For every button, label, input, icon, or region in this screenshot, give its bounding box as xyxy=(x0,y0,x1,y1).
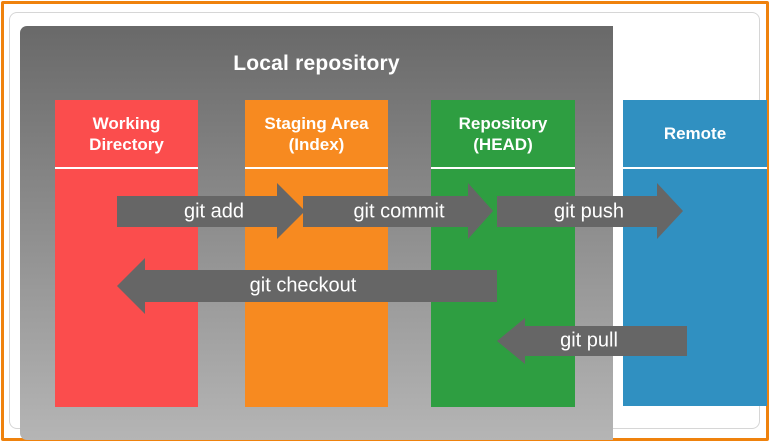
column-working-directory-title: Working Directory xyxy=(55,100,198,167)
git-commit-label: git commit xyxy=(353,200,445,223)
git-push-label: git push xyxy=(553,200,625,223)
column-repository-head-title: Repository (HEAD) xyxy=(431,100,575,167)
git-pull-label: git pull xyxy=(560,329,618,352)
column-title-line: (HEAD) xyxy=(473,134,533,154)
column-title-line: Working xyxy=(92,113,161,133)
column-remote-title: Remote xyxy=(623,100,767,167)
column-divider xyxy=(431,167,575,169)
column-remote: Remote xyxy=(623,100,767,406)
group-title: Local repository xyxy=(233,52,400,75)
column-title-line: Staging Area xyxy=(264,113,369,133)
column-title-line: (Index) xyxy=(288,134,345,154)
git-add-label: git add xyxy=(183,200,245,223)
git-checkout-label: git checkout xyxy=(249,274,357,297)
column-divider xyxy=(55,167,198,169)
column-repository-head: Repository (HEAD) xyxy=(431,100,575,407)
column-staging-area: Staging Area (Index) xyxy=(245,100,388,407)
column-title-line: Repository xyxy=(458,113,548,133)
column-title-line: Remote xyxy=(663,124,727,143)
diagram-panel: Local repository Working Directory Stagi… xyxy=(9,12,767,440)
column-working-directory: Working Directory xyxy=(55,100,198,407)
column-divider xyxy=(623,167,767,169)
column-title-line: Directory xyxy=(89,134,164,154)
column-divider xyxy=(245,167,388,169)
column-staging-area-title: Staging Area (Index) xyxy=(245,100,388,167)
